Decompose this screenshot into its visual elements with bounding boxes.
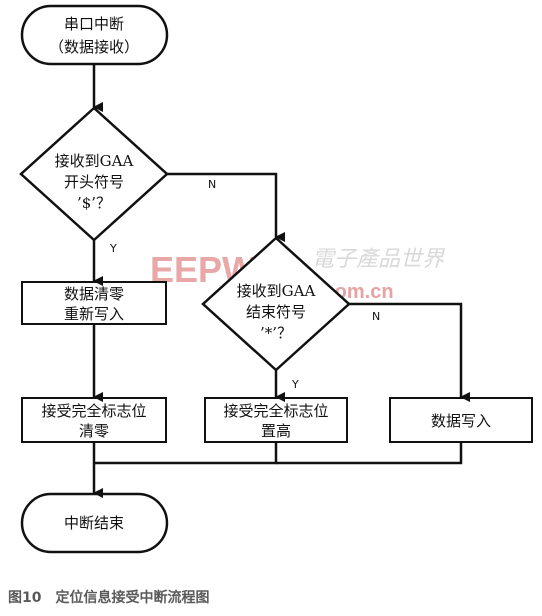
decision2-line1: 接收到GAA — [237, 282, 316, 300]
label-d2-yes: Y — [291, 378, 299, 391]
label-d2-no: N — [372, 310, 380, 323]
decision-end-symbol: 接收到GAA 结束符号 ’*’？ — [201, 236, 351, 372]
decision1-line3: ’$’？ — [77, 194, 111, 212]
flag-set-line2: 置高 — [261, 422, 291, 440]
start-line1: 串口中断 — [64, 15, 124, 33]
decision2-line3: ’*’？ — [260, 324, 292, 342]
label-d1-yes: Y — [109, 242, 117, 255]
flag-clear-line2: 清零 — [79, 422, 109, 440]
clear-data-box: 数据清零 重新写入 — [21, 281, 167, 325]
watermark-cn: 電子產品世界 — [312, 247, 446, 272]
decision1-line1: 接收到GAA — [55, 152, 134, 170]
edge-d1-no — [167, 172, 285, 242]
flag-set-box: 接受完全标志位 置高 — [204, 397, 348, 443]
edge-write-merge — [276, 442, 463, 465]
end-terminal: 中断结束 — [20, 492, 169, 554]
flag-clear-box: 接受完全标志位 清零 — [21, 397, 167, 443]
connectors — [92, 64, 470, 498]
clear-box-line1: 数据清零 — [64, 285, 124, 303]
decision2-line2: 结束符号 — [246, 303, 306, 321]
label-d1-no: N — [208, 178, 216, 191]
flag-clear-line1: 接受完全标志位 — [41, 402, 146, 420]
edge-d2-no — [349, 302, 470, 402]
write-data-box: 数据写入 — [389, 397, 533, 443]
flag-set-line1: 接受完全标志位 — [223, 402, 328, 420]
clear-box-line2: 重新写入 — [64, 305, 124, 323]
decision1-line2: 开头符号 — [64, 173, 124, 191]
watermark: EEPW 電子產品世界 .com.cn — [150, 247, 446, 303]
end-label: 中断结束 — [64, 514, 124, 532]
figure-caption: 图10 定位信息接受中断流程图 — [8, 589, 209, 606]
start-terminal: 串口中断 （数据接收） — [20, 4, 169, 66]
start-line2: （数据接收） — [49, 38, 139, 56]
write-box-line1: 数据写入 — [431, 412, 491, 430]
decision-start-symbol: 接收到GAA 开头符号 ’$’？ — [19, 106, 169, 242]
edge-flagset-merge — [94, 442, 278, 465]
